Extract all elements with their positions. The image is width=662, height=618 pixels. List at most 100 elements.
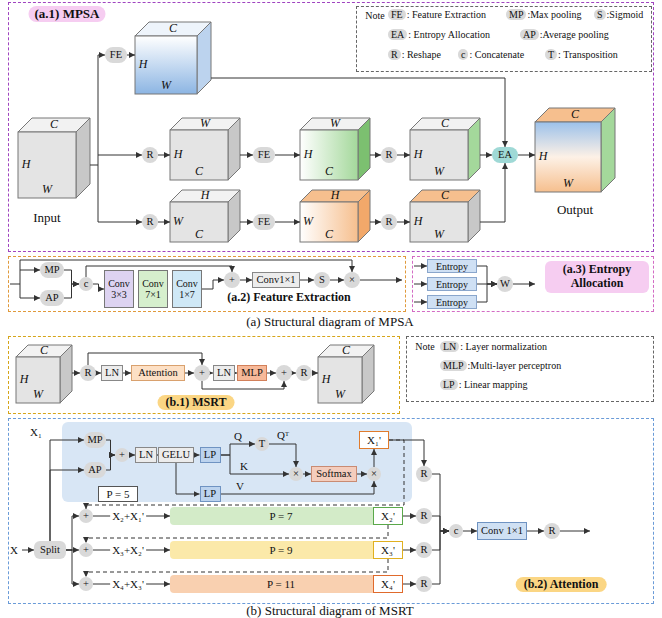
note-entry: R: Reshape: [388, 49, 441, 60]
connector: [93, 284, 104, 289]
node-text: LP: [204, 488, 216, 500]
process-node: Softmax: [311, 466, 357, 482]
cube-front: [170, 130, 228, 180]
process-node: R: [142, 214, 158, 230]
node-text: P = 7: [270, 510, 293, 522]
label: W: [33, 388, 43, 401]
connector: [185, 373, 194, 374]
wire: [98, 155, 142, 156]
node-text: P = 9: [270, 544, 293, 556]
wire: [397, 222, 410, 223]
wire: [480, 155, 492, 156]
label: C: [40, 344, 48, 357]
label: Output: [557, 203, 593, 217]
panel-heading: Note: [365, 10, 384, 21]
process-node: LN: [213, 365, 235, 381]
cube-side: [601, 108, 615, 192]
cube-front: [535, 122, 601, 192]
process-node: LP: [200, 447, 221, 463]
cube-side: [197, 22, 211, 94]
wire: [22, 550, 34, 551]
wire: [414, 302, 427, 303]
cube-front: [410, 202, 468, 242]
node-text: T: [259, 438, 265, 450]
wire: [312, 373, 318, 374]
wire: [10, 260, 20, 298]
process-node: R: [416, 466, 432, 482]
cube-side: [468, 190, 480, 242]
node-text: MP: [506, 9, 526, 20]
node-text: MLP: [440, 360, 467, 371]
node-text: FE: [258, 216, 270, 228]
node-text: LN: [105, 367, 119, 379]
node-text: +: [119, 449, 125, 461]
panel-box: MPAPcConv 3×3Conv 7×1Conv 1×7+Conv1×1S×(…: [8, 256, 406, 312]
node-text: ×: [349, 274, 355, 286]
process-node: Entropy: [427, 295, 477, 309]
cube-side: [468, 118, 480, 180]
label: W: [173, 215, 183, 228]
node-text: c: [454, 525, 459, 537]
wire: [240, 222, 253, 223]
connector: [432, 531, 449, 584]
process-box: P = 7: [170, 507, 392, 525]
wire: [98, 222, 142, 223]
process-node: +: [79, 577, 93, 591]
node-text: R: [388, 49, 401, 60]
process-node: EA: [492, 147, 518, 163]
panel-heading: Note: [415, 341, 434, 352]
node-text: : Reshape: [401, 49, 441, 60]
panel-heading: (a.3) Entropy Allocation: [545, 261, 649, 293]
node-text: c: [458, 49, 468, 60]
note-entry: T: Transposition: [545, 49, 618, 60]
node-text: Conv 1×1: [481, 525, 523, 537]
note-entry: MLP:Multi-layer perceptron: [440, 360, 561, 371]
process-node: T: [255, 437, 269, 451]
cube-side: [228, 118, 240, 180]
process-node: Attention: [131, 365, 185, 381]
wire: [98, 55, 105, 56]
process-node: R: [381, 214, 397, 230]
label: W: [335, 388, 345, 401]
attention-band: [62, 422, 412, 502]
wire: [240, 155, 253, 156]
node-text: :Sigmoid: [606, 9, 644, 20]
wire: [414, 284, 427, 285]
note-entry: S:Sigmoid: [594, 9, 643, 20]
label: H: [331, 189, 340, 202]
connector: [50, 470, 84, 541]
process-node: X₃': [373, 541, 403, 559]
label: X₁: [30, 426, 42, 438]
node-text: : Feature Extraction: [406, 9, 486, 20]
connector: [106, 440, 115, 455]
note-entry: EA: Entropy Allocation: [388, 29, 490, 40]
label: X: [10, 544, 18, 556]
process-node: R: [416, 576, 432, 592]
node-text: GELU: [162, 449, 190, 461]
connector: [66, 516, 79, 550]
wire: [158, 222, 170, 223]
process-node: LN: [135, 447, 157, 463]
process-node: X₂': [373, 507, 403, 525]
node-text: : Concatenate: [468, 49, 524, 60]
wire: [127, 55, 135, 56]
label: (a) Structural diagram of MPSA: [246, 315, 414, 329]
node-text: +: [229, 274, 235, 286]
cube-side: [60, 345, 72, 403]
node-text: : Linear mapping: [458, 379, 528, 390]
process-node: LN: [101, 365, 123, 381]
node-text: FE: [258, 149, 270, 161]
process-node: ×: [289, 467, 303, 481]
label: H: [20, 373, 29, 386]
process-node: MP: [40, 262, 64, 278]
node-text: : Layer normalization: [459, 341, 547, 352]
process-node: P = 5: [98, 486, 138, 502]
connector: [267, 373, 276, 374]
panel-heading: (b.2) Attention: [516, 577, 607, 592]
node-text: +: [199, 367, 205, 379]
wire: [397, 155, 410, 156]
connector: [432, 474, 449, 531]
node-text: Conv 3×3: [106, 278, 132, 301]
wire: [560, 531, 590, 532]
